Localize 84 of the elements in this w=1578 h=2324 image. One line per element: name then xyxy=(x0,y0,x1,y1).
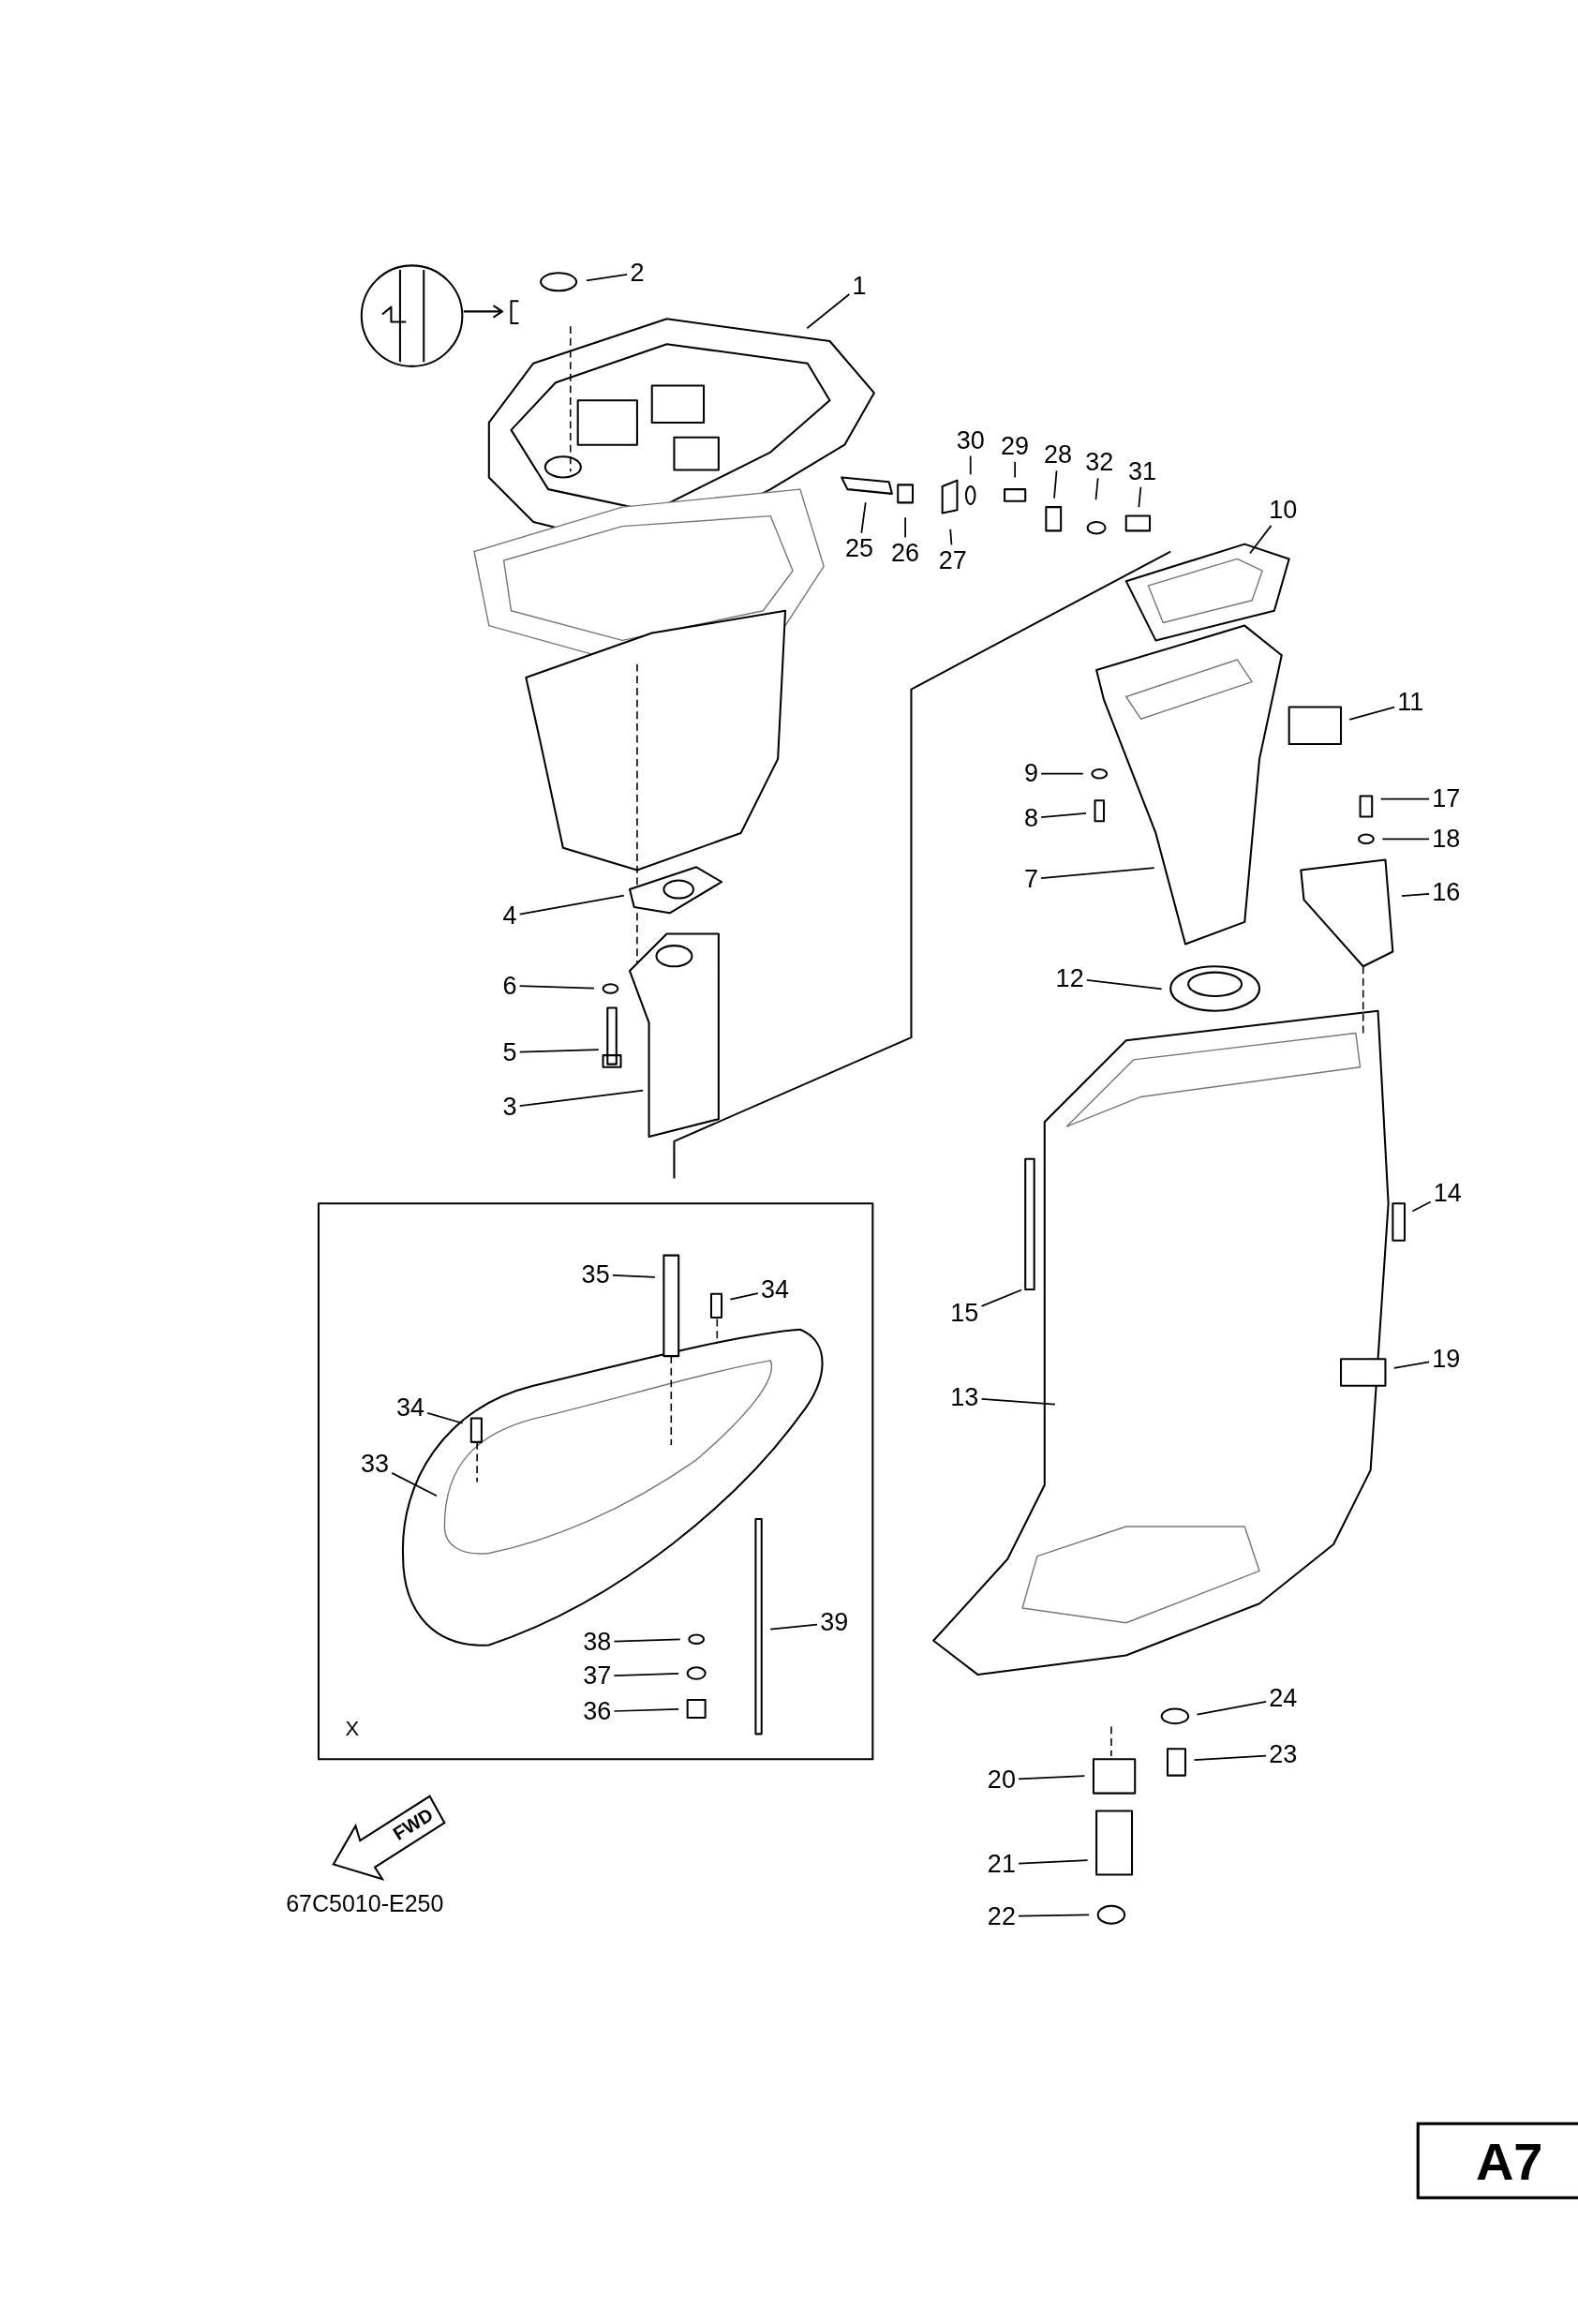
callout-number: 27 xyxy=(938,547,967,574)
leader-line xyxy=(518,1049,600,1053)
leader-line xyxy=(1379,797,1430,800)
callout-number: 18 xyxy=(1432,826,1461,852)
callout-number: 9 xyxy=(1024,760,1039,786)
leader-line xyxy=(611,1274,656,1278)
leader-line xyxy=(518,985,595,990)
leader-line xyxy=(1392,1361,1430,1369)
leader-line xyxy=(980,1397,1056,1406)
callout-number: 24 xyxy=(1269,1685,1298,1711)
callout-number: 31 xyxy=(1128,458,1157,484)
leader-line xyxy=(1040,867,1155,879)
leader-line xyxy=(729,1292,759,1301)
leader-line xyxy=(613,1707,680,1712)
leader-line xyxy=(1018,1775,1086,1780)
leader-line xyxy=(426,1412,464,1424)
leader-line xyxy=(860,501,867,534)
leader-line xyxy=(518,1089,645,1108)
leader-line xyxy=(1085,979,1163,991)
callout-number: 3 xyxy=(502,1094,517,1120)
callout-number: 19 xyxy=(1432,1346,1461,1372)
callout-number: 35 xyxy=(581,1261,610,1288)
callout-number: 25 xyxy=(845,535,874,561)
callout-number: 34 xyxy=(395,1394,424,1421)
leader-line xyxy=(1018,1914,1091,1917)
leader-line xyxy=(1381,838,1430,841)
callout-number: 36 xyxy=(583,1698,612,1724)
callout-number: 38 xyxy=(583,1629,612,1655)
callout-number: 7 xyxy=(1024,866,1039,892)
callout-number: 11 xyxy=(1397,690,1424,715)
callout-number: 29 xyxy=(1001,433,1030,459)
callout-number: 14 xyxy=(1433,1180,1462,1206)
direction-label: FWD xyxy=(389,1804,437,1843)
callout-number: 33 xyxy=(361,1451,390,1477)
leader-line xyxy=(613,1672,680,1676)
callout-number: 16 xyxy=(1432,879,1461,905)
callout-number: 39 xyxy=(820,1609,849,1635)
leader-line xyxy=(769,1623,818,1631)
callout-number: 13 xyxy=(950,1384,979,1410)
leader-line xyxy=(1040,812,1087,819)
leader-line xyxy=(949,528,953,546)
callout-number: 23 xyxy=(1269,1741,1298,1767)
callout-number: 20 xyxy=(987,1766,1016,1793)
leader-line xyxy=(391,1472,438,1497)
callout-number: 15 xyxy=(950,1300,979,1326)
leader-line xyxy=(518,894,625,916)
callout-number: 22 xyxy=(987,1903,1016,1929)
callout-number: 4 xyxy=(502,902,517,929)
leader-line xyxy=(806,293,851,330)
leader-line xyxy=(1400,892,1430,898)
callout-number: 34 xyxy=(760,1276,789,1303)
leader-line xyxy=(980,1289,1022,1307)
page-tag: A7 xyxy=(1475,2135,1543,2188)
callout-number: 2 xyxy=(630,260,645,286)
callout-number: 17 xyxy=(1432,785,1461,812)
callout-number: 37 xyxy=(583,1662,612,1689)
leader-line xyxy=(1249,525,1273,555)
leader-line xyxy=(1040,772,1084,775)
leader-line xyxy=(1018,1859,1089,1865)
callout-number: 5 xyxy=(502,1039,517,1065)
leader-line xyxy=(613,1638,681,1643)
leader-line xyxy=(1094,477,1099,501)
leader-line xyxy=(1348,706,1395,721)
leader-line xyxy=(969,454,972,476)
inset-letter: X xyxy=(345,1719,360,1740)
callout-number: 26 xyxy=(891,540,920,566)
leader-line xyxy=(586,274,629,282)
leader-line xyxy=(1014,461,1016,479)
leader-line xyxy=(1411,1200,1432,1213)
callout-number: 21 xyxy=(987,1851,1016,1877)
callout-number: 8 xyxy=(1024,805,1039,831)
callout-number: 32 xyxy=(1085,449,1114,475)
part-code: 67C5010-E250 xyxy=(286,1892,444,1916)
leader-line xyxy=(1053,469,1058,499)
callout-number: 28 xyxy=(1043,441,1072,468)
callout-number: 1 xyxy=(852,273,867,299)
leader-line xyxy=(1193,1754,1267,1762)
callout-number: 30 xyxy=(956,427,985,454)
leader-line xyxy=(1196,1701,1267,1716)
leader-line xyxy=(1138,485,1142,508)
callout-number: 10 xyxy=(1269,497,1298,523)
callout-number: 12 xyxy=(1055,965,1084,991)
leader-line xyxy=(904,516,906,539)
callout-number: 6 xyxy=(502,973,517,998)
